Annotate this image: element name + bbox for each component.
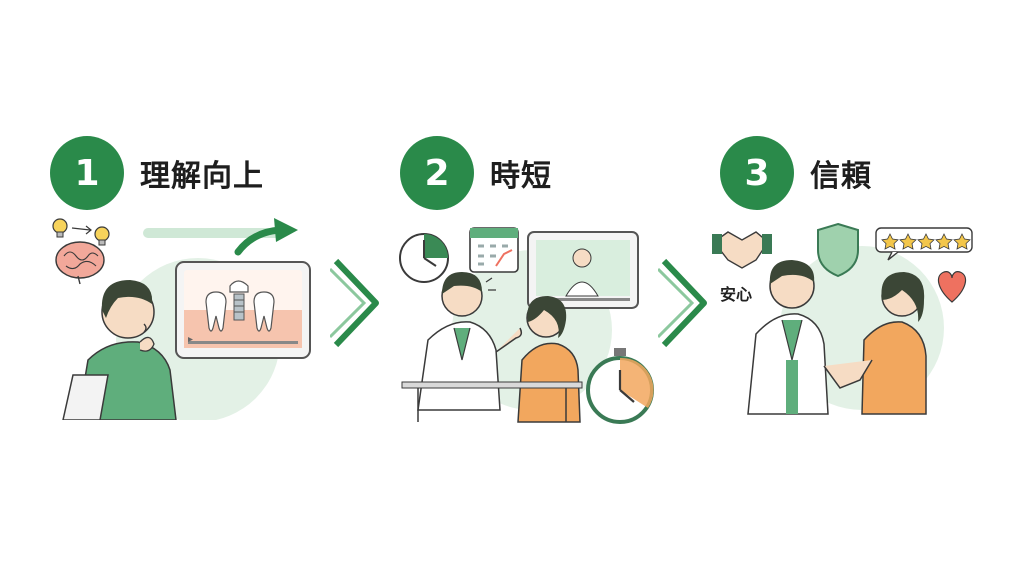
lightbulb-icon <box>52 218 110 246</box>
doctor-figure <box>747 260 829 415</box>
stopwatch-icon <box>586 348 654 424</box>
rating-stars-icon <box>875 227 973 261</box>
step-1-title: 理解向上 <box>140 159 264 194</box>
scene-understanding <box>52 218 311 420</box>
desk <box>401 381 583 422</box>
heart-icon <box>937 271 967 303</box>
step-3-title: 信頼 <box>810 159 872 194</box>
anshin-label: 安心 <box>720 285 753 304</box>
step-1-header: 1 理解向上 <box>50 136 264 210</box>
arrow-up-right-icon <box>234 218 298 256</box>
step-2-title: 時短 <box>490 159 552 194</box>
handshake-hands <box>823 359 873 389</box>
scene-trust <box>712 222 973 415</box>
woman-figure <box>861 272 927 415</box>
calendar-icon <box>469 227 519 273</box>
clock-icon <box>399 233 449 283</box>
step-3-badge: 3 <box>720 136 794 210</box>
chevron-right-icon <box>658 258 707 348</box>
step-1-badge: 1 <box>50 136 124 210</box>
shield-icon <box>817 222 859 278</box>
chevron-right-icon <box>330 258 379 348</box>
handshake-icon <box>712 231 772 269</box>
progress-trail <box>143 228 283 238</box>
monitor-icon <box>527 231 639 309</box>
scene-time-saving <box>399 227 654 424</box>
step-3-header: 3 信頼 <box>720 136 872 210</box>
implant-icon <box>205 280 275 332</box>
step-2-badge: 2 <box>400 136 474 210</box>
man-figure <box>62 280 177 420</box>
step-2-header: 2 時短 <box>400 136 552 210</box>
brain-icon <box>55 241 105 285</box>
